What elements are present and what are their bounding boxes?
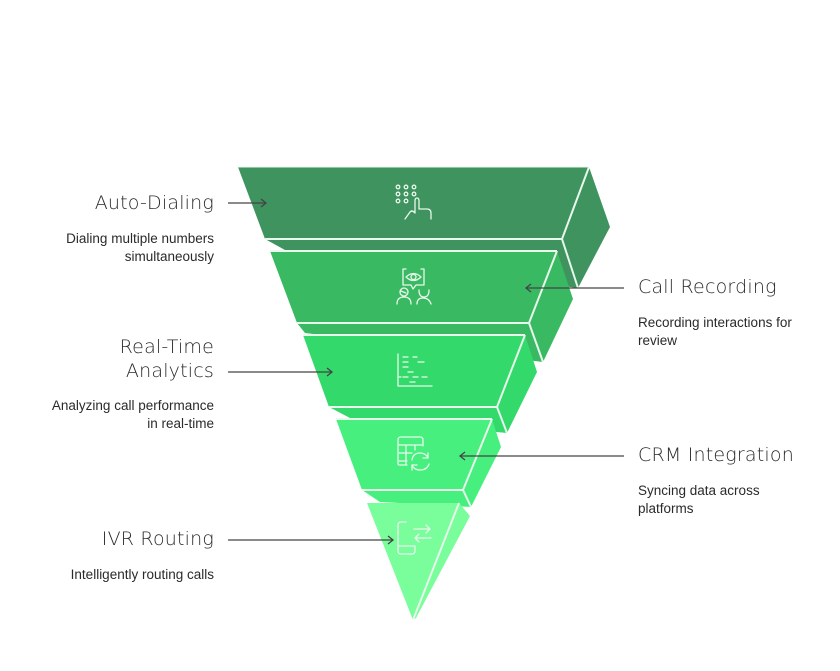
layer-auto-dialing-side-edge — [561, 238, 579, 289]
layer-crm-integration — [336, 418, 501, 508]
layer-crm-integration-body — [336, 419, 501, 507]
desc-ivr-routing: Intelligently routing calls — [71, 566, 214, 584]
title-call-recording: Call Recording — [638, 276, 777, 298]
connector-real-time-analytics — [228, 367, 334, 377]
phone-routing-icon — [397, 521, 432, 555]
title-ivr-routing: IVR Routing — [101, 528, 214, 550]
label-call-recording: Call Recording Recording interactions fo… — [638, 275, 792, 350]
label-auto-dialing: Auto-Dialing Dialing multiple numbers si… — [66, 191, 214, 266]
desc-line: Recording interactions for — [638, 315, 792, 330]
desc-line: in real-time — [147, 416, 214, 431]
title-line: Analytics — [125, 360, 214, 382]
connector-crm-integration — [458, 451, 624, 461]
layer-crm-integration-side-edge — [462, 489, 472, 508]
layer-real-time-analytics — [303, 334, 537, 434]
layer-ivr-routing-edge — [412, 502, 460, 621]
connector-ivr-routing — [228, 535, 395, 545]
desc-auto-dialing: Dialing multiple numbers simultaneously — [66, 230, 214, 266]
desc-line: Analyzing call performance — [51, 398, 214, 413]
connector-call-recording — [524, 283, 624, 293]
keypad-touch-icon — [395, 184, 432, 220]
desc-crm-integration: Syncing data across platforms — [638, 482, 794, 518]
layer-real-time-analytics-body — [303, 335, 537, 433]
analytics-chart-icon — [397, 353, 433, 387]
label-crm-integration: CRM Integration Syncing data across plat… — [638, 443, 794, 518]
table-sync-icon — [397, 436, 430, 471]
layer-ivr-routing-body — [367, 503, 470, 620]
layer-call-recording-side-edge — [528, 322, 544, 363]
desc-line: platforms — [638, 501, 694, 516]
title-auto-dialing: Auto-Dialing — [94, 192, 214, 214]
eye-speech-people-icon — [396, 268, 432, 305]
label-real-time-analytics: Real-Time Analytics Analyzing call perfo… — [52, 335, 214, 433]
layer-real-time-analytics-side-edge — [496, 406, 508, 434]
desc-line: Intelligently routing calls — [70, 567, 214, 582]
desc-line: Syncing data across — [638, 483, 760, 498]
title-crm-integration: CRM Integration — [638, 444, 794, 466]
connector-auto-dialing — [228, 198, 268, 208]
layer-ivr-routing — [367, 502, 470, 621]
title-line: Real-Time — [119, 336, 214, 358]
desc-line: Dialing multiple numbers — [66, 231, 214, 246]
desc-line: simultaneously — [124, 249, 214, 264]
desc-line: review — [638, 333, 678, 348]
label-ivr-routing: IVR Routing Intelligently routing calls — [71, 527, 214, 584]
desc-real-time-analytics: Analyzing call performance in real-time — [52, 397, 214, 433]
title-real-time-analytics: Real-Time Analytics — [52, 335, 214, 383]
desc-call-recording: Recording interactions for review — [638, 314, 792, 350]
